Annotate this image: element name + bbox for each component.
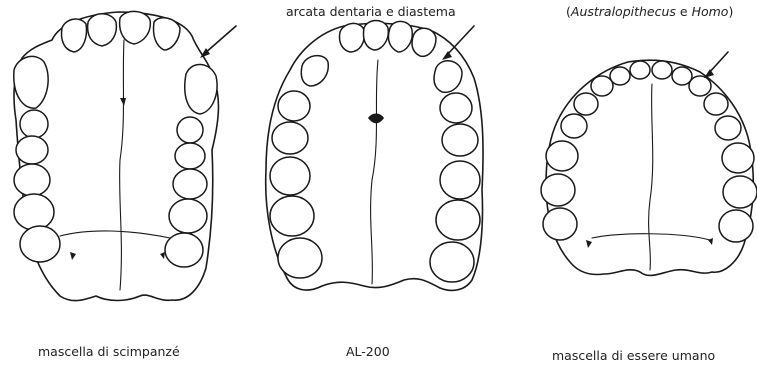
chimpanzee-canine-right [185,64,217,114]
human-canine-right [689,76,711,96]
chimpanzee-canine-left [14,56,48,108]
al200-left-cheek-teeth [270,91,322,278]
al200-jaw [266,21,483,291]
al200-canine-left [301,56,328,86]
chimpanzee-incisors [62,11,181,52]
caption-al200: AL-200 [346,344,390,359]
chimpanzee-midline-suture [120,40,124,290]
human-transverse-suture [592,234,710,240]
caption-human: mascella di essere umano [552,348,715,363]
human-palatine-foramen-right [708,238,713,245]
human-diastema-arrow [704,52,728,78]
al200-canine-right [434,61,462,93]
al200-incisive-foramen [368,114,384,124]
chimpanzee-jaw [14,11,236,300]
chimpanzee-palatine-foramen-left [70,252,76,260]
human-midline-suture [649,84,653,270]
chimpanzee-diastema-arrow [200,26,236,58]
al200-incisors [339,21,436,57]
human-left-cheek-teeth [541,93,598,240]
al200-right-cheek-teeth [430,93,480,282]
chimpanzee-transverse-suture [60,231,170,238]
human-right-cheek-teeth [704,93,757,242]
human-canine-left [591,76,613,96]
chimpanzee-left-cheek-teeth [14,110,60,262]
al200-diastema-arrow [442,26,474,60]
caption-chimpanzee: mascella di scimpanzé [38,344,180,359]
chimpanzee-palatine-foramen-right [160,252,165,259]
chimpanzee-right-cheek-teeth [165,117,207,267]
al200-midline-suture [371,60,378,284]
human-palatine-foramen-left [586,240,592,248]
human-jaw [541,52,757,275]
